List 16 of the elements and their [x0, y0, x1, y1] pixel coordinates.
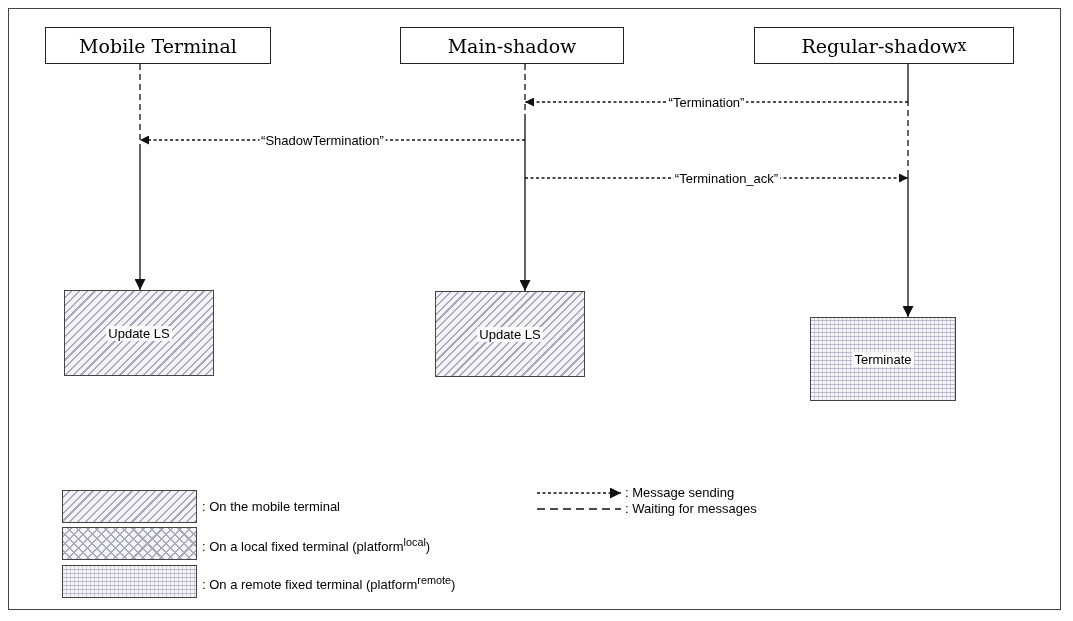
legend-text: : On the mobile terminal: [202, 499, 340, 514]
action-box: [435, 291, 585, 377]
lifeline-arrow: [519, 186, 531, 292]
action-box: [810, 317, 956, 401]
action-label: Terminate: [852, 351, 914, 367]
legend-text: : On a local fixed terminal (platform$^{local}$): [202, 536, 431, 555]
legend-text: : On a remote fixed terminal (platform$^{remote}$): [202, 574, 456, 593]
legend-text: : Waiting for messages: [625, 501, 757, 516]
legend-text: : Message sending: [625, 485, 735, 500]
lifeline-header: Main-shadow: [400, 27, 624, 64]
action-box: [64, 290, 214, 376]
lifeline-arrow: [902, 186, 914, 318]
lifeline-arrow: [134, 186, 146, 291]
lifeline-header: Mobile Terminal: [45, 27, 271, 64]
action-label: Update LS: [106, 325, 172, 341]
action-label: Update LS: [477, 326, 543, 342]
